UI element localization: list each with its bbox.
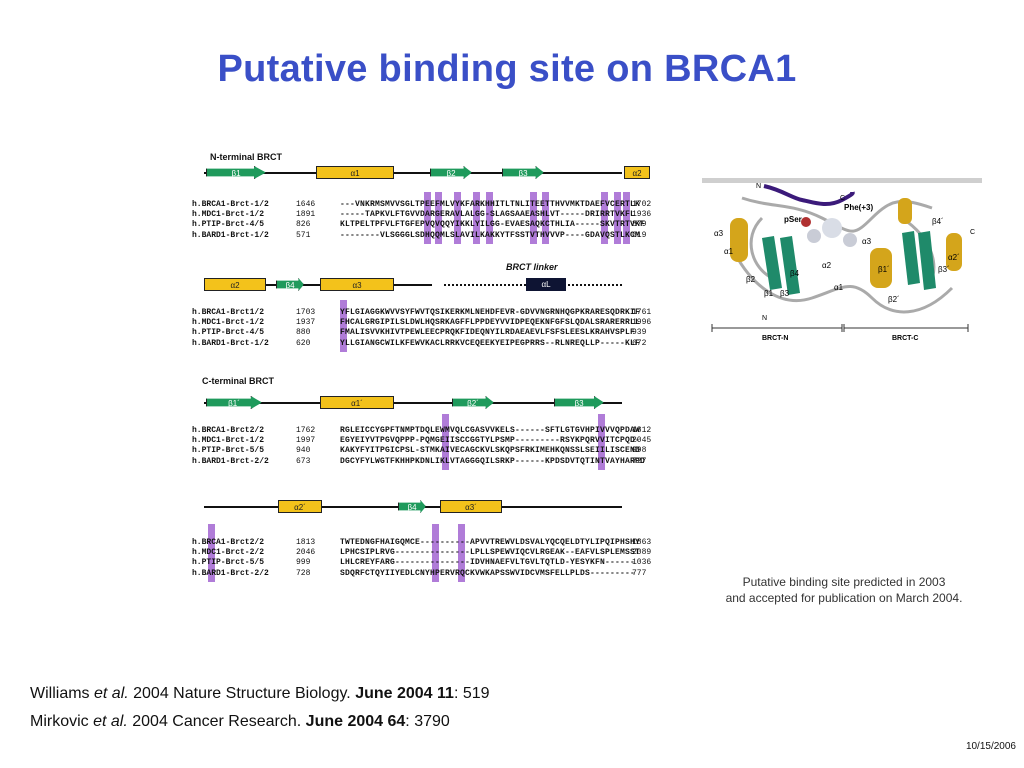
helix-a3-prime: α3´ <box>440 500 502 513</box>
struct-label: β4 <box>790 269 800 278</box>
struct-label: α1 <box>724 247 734 256</box>
helix-a2-prime: α2´ <box>278 500 322 513</box>
secondary-structure-row-2: α2 β4 α3 αL <box>204 278 622 292</box>
strand-b3: β3 <box>502 166 544 179</box>
slide-title: Putative binding site on BRCA1 <box>217 48 797 90</box>
caption-line: and accepted for publication on March 20… <box>725 591 963 605</box>
struct-label: BRCT-N <box>762 335 788 342</box>
struct-label: β3´ <box>938 265 950 274</box>
struct-label: C <box>970 229 975 236</box>
crystal-structure-image: N C Phe(+3) pSer C α3 α1 β2 β1 β3 β4 α2 … <box>702 178 984 343</box>
figure-caption: Putative binding site predicted in 2003 … <box>682 574 1006 606</box>
strand-b3-c: β3 <box>554 396 604 409</box>
helix-a2: α2 <box>624 166 650 179</box>
brct-linker-label: BRCT linker <box>506 262 558 272</box>
strand-b2: β2 <box>430 166 472 179</box>
struct-label: β2´ <box>888 295 900 304</box>
reference-item: Williams et al. 2004 Nature Structure Bi… <box>30 685 490 702</box>
struct-label: α1 <box>834 283 844 292</box>
struct-label: Phe(+3) <box>844 203 873 212</box>
slide-date: 10/15/2006 <box>965 741 1016 752</box>
struct-label: BRCT-C <box>892 335 918 342</box>
struct-label: β1´ <box>878 265 890 274</box>
alpha-l-box: αL <box>526 278 566 291</box>
strand-b1: β1 <box>206 166 266 179</box>
struct-label: β1 <box>764 289 774 298</box>
struct-label: β4´ <box>932 217 944 226</box>
helix-a3: α3 <box>320 278 394 291</box>
helix-a1: α1 <box>316 166 394 179</box>
struct-label: β2 <box>746 275 756 284</box>
strand-b2-prime: β2´ <box>452 396 494 409</box>
secondary-structure-row-1: β1 α1 β2 β3 α2 <box>204 166 650 180</box>
strand-b1-prime: β1´ <box>206 396 262 409</box>
struct-label: α3 <box>862 237 872 246</box>
struct-label: α2 <box>822 261 832 270</box>
references: Williams et al. 2004 Nature Structure Bi… <box>30 680 490 736</box>
caption-line: Putative binding site predicted in 2003 <box>742 575 946 589</box>
secondary-structure-row-3: β1´ α1´ β2´ β3 <box>204 396 622 410</box>
strand-b4: β4 <box>276 278 304 291</box>
n-terminal-brct-label: N-terminal BRCT <box>210 152 283 162</box>
helix-a2-block2: α2 <box>204 278 266 291</box>
struct-label: pSer <box>784 215 802 224</box>
struct-label: N <box>762 315 767 322</box>
sequence-alignment-figure: N-terminal BRCT β1 α1 β2 β3 α2 h.BRCA1-B… <box>192 150 652 590</box>
struct-label: C <box>840 195 845 202</box>
reference-item: Mirkovic et al. 2004 Cancer Research. Ju… <box>30 713 450 730</box>
strand-b4-c: β4 <box>398 500 426 513</box>
struct-label: N <box>756 183 761 190</box>
struct-label: α2´ <box>948 253 960 262</box>
secondary-structure-row-4: α2´ β4 α3´ <box>204 500 622 514</box>
struct-label: β3 <box>780 289 790 298</box>
struct-label: α3 <box>714 229 724 238</box>
c-terminal-brct-label: C-terminal BRCT <box>202 376 275 386</box>
helix-a1-prime: α1´ <box>320 396 394 409</box>
